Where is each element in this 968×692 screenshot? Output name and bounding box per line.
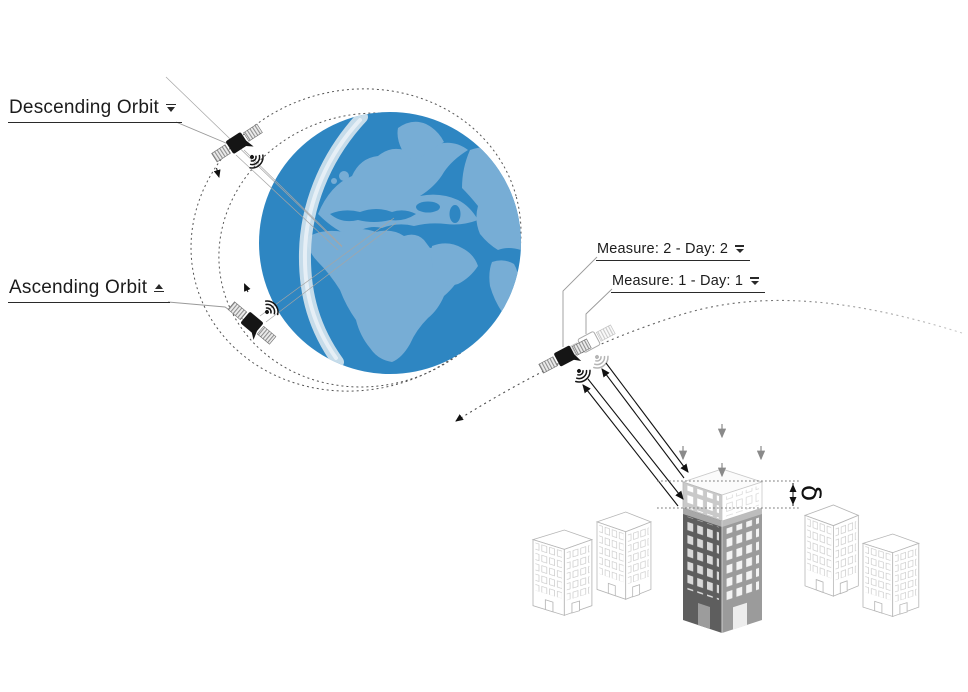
descending-direction-arrow	[213, 167, 221, 178]
ascending-orbit-label: Ascending Orbit	[8, 277, 171, 303]
triangle-down-icon	[166, 103, 176, 113]
building-subsided	[683, 508, 762, 633]
delta-measurement	[657, 480, 801, 509]
radar-beam-arrows	[582, 362, 689, 507]
measure-day2-label: Measure: 2 - Day: 2	[596, 241, 751, 261]
building-outline-4	[862, 533, 920, 617]
continents	[298, 112, 521, 368]
settlement-arrows	[678, 424, 766, 478]
measure-day1-text: Measure: 1 - Day: 1	[612, 273, 744, 289]
triangle-down-icon	[750, 277, 760, 285]
ascending-direction-arrow	[244, 283, 251, 293]
triangle-up-icon	[154, 283, 165, 293]
left-radar-beams	[165, 76, 397, 323]
radar-waves-icon	[570, 363, 594, 386]
earth-globe	[259, 112, 521, 374]
descending-orbit-text: Descending Orbit	[9, 97, 159, 118]
radar-waves-icon	[588, 349, 612, 372]
satellite-trajectory	[455, 299, 963, 422]
satellite-ascending-icon	[223, 297, 282, 351]
building-outline-3	[804, 504, 859, 597]
ascending-orbit-text: Ascending Orbit	[9, 277, 148, 298]
satellite-day2-icon	[537, 336, 595, 386]
measure-day1-label: Measure: 1 - Day: 1	[611, 273, 766, 293]
radar-waves-icon	[244, 149, 267, 172]
descending-orbit-label: Descending Orbit	[8, 97, 182, 123]
sar-swath	[298, 112, 368, 368]
delta-symbol: δ	[795, 484, 827, 502]
buildings-group	[532, 468, 920, 633]
building-outline-2	[596, 511, 652, 600]
triangle-down-icon	[735, 245, 745, 253]
measure-day2-text: Measure: 2 - Day: 2	[597, 241, 729, 257]
building-outline-1	[532, 529, 593, 616]
